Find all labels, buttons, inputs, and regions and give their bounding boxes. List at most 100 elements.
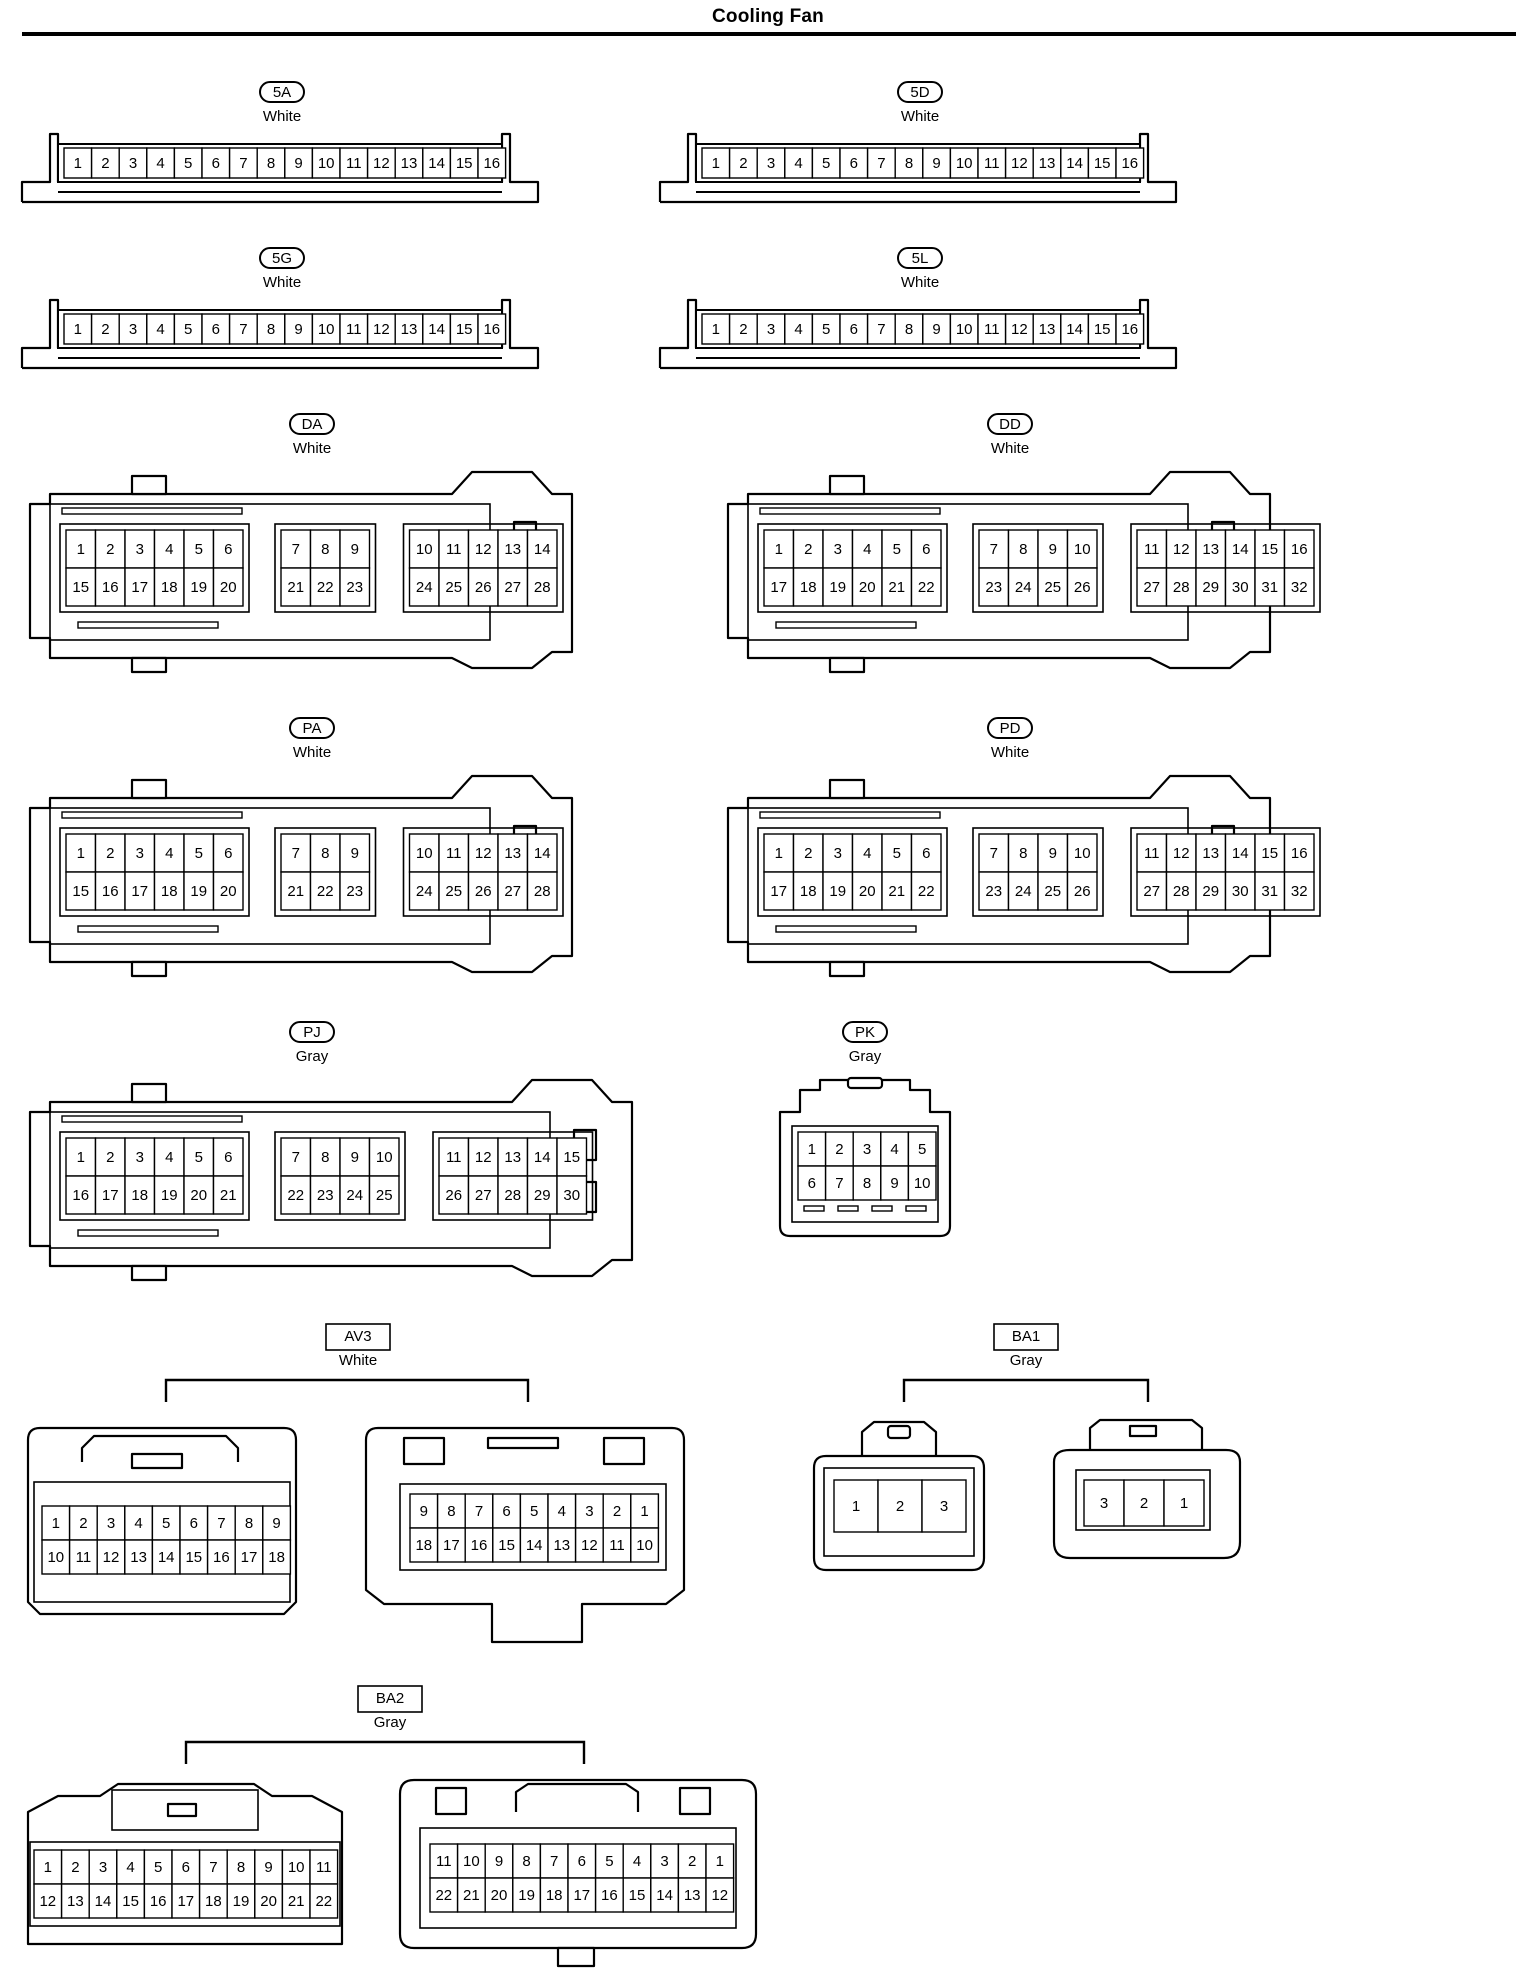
pin-12: 12 [366, 147, 396, 179]
pin-19: 19 [183, 567, 215, 607]
pin-label: 9 [294, 321, 302, 338]
pin-18: 18 [124, 1175, 156, 1215]
pin-16: 16 [65, 1175, 97, 1215]
pin-label: 15 [1261, 541, 1278, 558]
pin-label: 5 [195, 541, 203, 558]
pin-label: 15 [563, 1149, 580, 1166]
pin-label: 13 [504, 541, 521, 558]
pin-10: 10 [949, 147, 979, 179]
pin-label: 11 [346, 155, 362, 172]
pin-29: 29 [1195, 567, 1227, 607]
pin-label: 8 [321, 1149, 329, 1166]
latch-rail [61, 811, 243, 819]
pin-label: 13 [1039, 155, 1056, 172]
latch-rail [759, 811, 941, 819]
pin-6: 6 [839, 147, 869, 179]
pin-26: 26 [467, 871, 499, 911]
pin-group-frame [402, 827, 564, 917]
inner-frame [791, 1125, 939, 1223]
pin-label: 6 [808, 1175, 816, 1192]
pin-label: 21 [888, 579, 905, 596]
pin-14: 14 [1224, 833, 1256, 873]
pin-12: 12 [705, 1877, 735, 1913]
pin-3: 3 [88, 1849, 118, 1885]
pin-label: 3 [136, 845, 144, 862]
pin-4: 4 [146, 147, 176, 179]
pin-label: 10 [416, 845, 433, 862]
pin-label: 29 [1202, 579, 1219, 596]
pin-10: 10 [408, 529, 440, 569]
pin-label: 3 [767, 155, 775, 172]
pin-label: 12 [1173, 845, 1190, 862]
connector-id-badge [289, 1021, 335, 1043]
pin-2: 2 [90, 313, 120, 345]
pin-label: 13 [130, 1549, 147, 1566]
pin-label: 7 [835, 1175, 843, 1192]
pin-2: 2 [94, 1137, 126, 1177]
pin-label: 23 [317, 1187, 334, 1204]
pin-28: 28 [1165, 567, 1197, 607]
pin-label: 2 [101, 321, 109, 338]
connector-id-badge [987, 717, 1033, 739]
pin-label: 3 [129, 155, 137, 172]
pin-label: 26 [1074, 883, 1091, 900]
pin-label: 12 [39, 1893, 56, 1910]
pin-7: 7 [539, 1843, 569, 1879]
pin-label: 21 [220, 1187, 237, 1204]
latch-rail [775, 621, 917, 629]
pin-13: 13 [547, 1527, 577, 1563]
pin-15: 15 [1254, 529, 1286, 569]
pin-label: 7 [239, 321, 247, 338]
pin-22: 22 [910, 567, 942, 607]
pin-27: 27 [1136, 567, 1168, 607]
pin-28: 28 [1165, 871, 1197, 911]
pin-10: 10 [281, 1849, 311, 1885]
pin-label: 13 [1039, 321, 1056, 338]
pin-11: 11 [602, 1527, 632, 1563]
pin-group-frame [1130, 827, 1321, 917]
pin-label: 1 [640, 1503, 648, 1520]
pin-label: 1 [808, 1141, 816, 1158]
pin-label: 12 [475, 1149, 492, 1166]
pin-6: 6 [910, 833, 942, 873]
pin-12: 12 [467, 529, 499, 569]
pin-13: 13 [497, 833, 529, 873]
pin-label: 13 [684, 1887, 701, 1904]
pin-2: 2 [792, 529, 824, 569]
pin-24: 24 [1007, 567, 1039, 607]
pin-label: 1 [77, 1149, 85, 1166]
pin-group-frame [972, 827, 1104, 917]
pin-3: 3 [124, 833, 156, 873]
pin-14: 14 [650, 1877, 680, 1913]
pin-label: 11 [984, 321, 1000, 338]
pin-label: 6 [224, 845, 232, 862]
pin-10: 10 [456, 1843, 486, 1879]
pin-label: 1 [712, 155, 720, 172]
pin-label: 8 [321, 541, 329, 558]
pin-label: 1 [77, 541, 85, 558]
pin-5: 5 [881, 529, 913, 569]
pin-label: 24 [1015, 579, 1032, 596]
latch-rail [77, 1229, 219, 1237]
pin-label: 20 [491, 1887, 508, 1904]
pin-12: 12 [366, 313, 396, 345]
connector-id-badge [289, 413, 335, 435]
pin-20: 20 [254, 1883, 284, 1919]
pin-label: 7 [292, 845, 300, 862]
pin-group-frame [1130, 523, 1321, 613]
pin-5: 5 [143, 1849, 173, 1885]
pin-9: 9 [284, 147, 314, 179]
pin-label: 24 [416, 883, 433, 900]
pin-13: 13 [124, 1539, 154, 1575]
connector-id-5l: 5L [912, 250, 929, 267]
pin-label: 30 [563, 1187, 580, 1204]
pin-21: 21 [280, 567, 312, 607]
pin-label: 16 [483, 321, 500, 338]
connector-id-badge [897, 247, 943, 269]
pin-13: 13 [1032, 313, 1062, 345]
pin-label: 22 [317, 883, 334, 900]
